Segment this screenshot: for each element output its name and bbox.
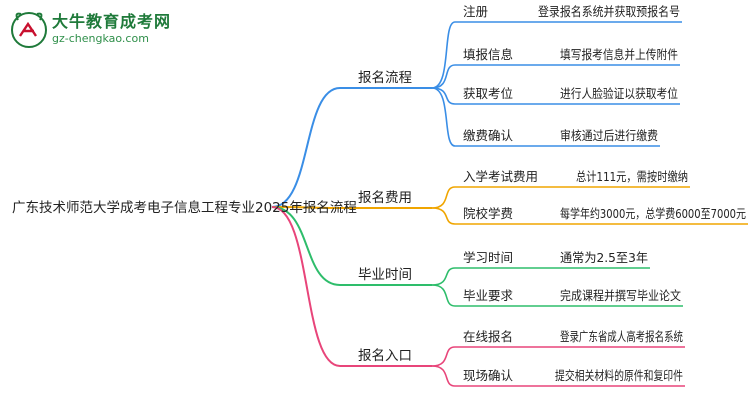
leaf-node-description: 完成课程并撰写毕业论文	[560, 288, 681, 303]
site-logo: 大牛教育成考网 gz-chengkao.com	[8, 6, 178, 52]
leaf-node-name: 现场确认	[463, 368, 514, 383]
leaf-node-name: 毕业要求	[463, 288, 514, 303]
branch-node-label: 报名费用	[358, 190, 412, 206]
logo-url: gz-chengkao.com	[52, 32, 149, 45]
branch-connector	[271, 206, 341, 286]
leaf-node-description: 通常为2.5至3年	[560, 250, 648, 265]
leaf-connector	[431, 64, 456, 89]
branch-connector	[271, 206, 341, 367]
branch-node-label: 毕业时间	[358, 267, 412, 283]
leaf-connector	[431, 346, 456, 367]
branch-connector	[271, 87, 341, 208]
leaf-connector	[431, 284, 456, 307]
mindmap-edges	[271, 21, 748, 387]
leaf-node-description: 每学年约3000元，总学费6000至7000元	[560, 206, 746, 221]
leaf-connector	[431, 207, 456, 225]
leaf-connector	[431, 365, 456, 387]
leaf-node-name: 在线报名	[463, 329, 513, 344]
ox-mascot-icon	[11, 12, 47, 48]
branch-connector	[271, 206, 341, 209]
leaf-node-description: 登录报名系统并获取预报名号	[538, 4, 680, 19]
branch-node-label: 报名入口	[358, 348, 412, 364]
leaf-connector	[431, 186, 456, 209]
leaf-node-name: 获取考位	[463, 86, 513, 101]
mindmap-nodes: 广东技术师范大学成考电子信息工程专业2025年报名流程 报名流程 注册 登录报名系统并…	[12, 4, 746, 383]
leaf-node-description: 填写报考信息并上传附件	[560, 47, 678, 62]
leaf-connector	[431, 267, 456, 286]
leaf-node-description: 登录广东省成人高考报名系统	[560, 329, 683, 344]
leaf-node-description: 审核通过后进行缴费	[560, 128, 658, 143]
leaf-node-name: 入学考试费用	[463, 169, 538, 184]
leaf-node-name: 学习时间	[463, 250, 513, 265]
root-node-label: 广东技术师范大学成考电子信息工程专业2025年报名流程	[12, 199, 357, 216]
logo-title: 大牛教育成考网	[52, 12, 172, 31]
leaf-node-name: 缴费确认	[463, 128, 514, 143]
leaf-node-name: 填报信息	[463, 47, 513, 62]
leaf-node-name: 注册	[463, 4, 488, 19]
branch-node-label: 报名流程	[358, 70, 412, 86]
leaf-node-description: 提交相关材料的原件和复印件	[555, 368, 683, 383]
leaf-node-description: 进行人脸验证以获取考位	[560, 86, 678, 101]
leaf-node-name: 院校学费	[463, 206, 513, 221]
leaf-connector	[431, 87, 456, 147]
leaf-node-description: 总计111元，需按时缴纳	[576, 169, 688, 184]
leaf-connector	[431, 21, 456, 89]
